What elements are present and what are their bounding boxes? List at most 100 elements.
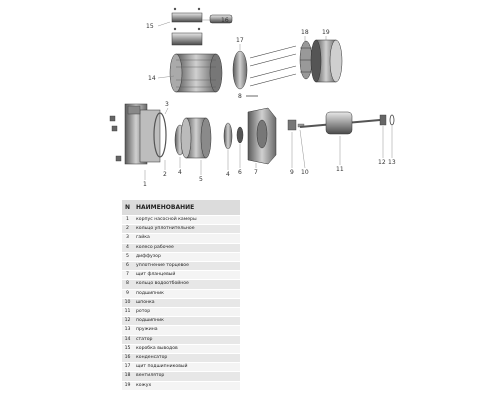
row-part-name: гайка bbox=[133, 233, 240, 244]
row-part-name: пружина bbox=[133, 325, 240, 336]
diffuser-part bbox=[180, 117, 212, 159]
callout-4b: 4 bbox=[226, 171, 230, 178]
row-part-name: уплотнение торцевое bbox=[133, 261, 240, 272]
rear-bearing-part bbox=[379, 114, 387, 126]
terminal-box-part bbox=[171, 7, 203, 46]
row-part-name: корпус насосной камеры bbox=[133, 215, 240, 226]
callout-15: 15 bbox=[146, 23, 154, 30]
tie-bolts-part bbox=[249, 45, 297, 87]
exploded-pump-diagram: 1 2 3 4 5 4 6 7 8 9 10 11 12 13 14 15 16… bbox=[109, 7, 396, 188]
row-number: 13 bbox=[122, 325, 133, 336]
impeller-2-part bbox=[223, 122, 233, 150]
row-number: 6 bbox=[122, 261, 133, 272]
rotor-part bbox=[299, 111, 381, 135]
row-part-name: ротор bbox=[133, 307, 240, 318]
row-number: 10 bbox=[122, 298, 133, 309]
bearing-part bbox=[287, 119, 297, 131]
row-part-name: коробка выводов bbox=[133, 344, 240, 355]
row-number: 2 bbox=[122, 224, 133, 235]
row-part-name: вентилятор bbox=[133, 371, 240, 382]
callout-19: 19 bbox=[322, 29, 330, 36]
row-part-name: кожух bbox=[133, 381, 240, 391]
row-number: 3 bbox=[122, 233, 133, 244]
callout-10: 10 bbox=[301, 169, 309, 176]
row-number: 19 bbox=[122, 381, 133, 391]
fan-cover-part bbox=[310, 39, 343, 83]
row-number: 7 bbox=[122, 270, 133, 281]
bearing-shield-part bbox=[232, 50, 248, 90]
callout-11: 11 bbox=[336, 166, 344, 173]
pump-body-part bbox=[124, 103, 161, 165]
row-part-name: кольцо водоотбойное bbox=[133, 279, 240, 290]
row-number: 5 bbox=[122, 252, 133, 263]
row-part-name: подшипник bbox=[133, 316, 240, 327]
callout-12: 12 bbox=[378, 159, 386, 166]
spring-part bbox=[389, 114, 395, 126]
callout-7: 7 bbox=[254, 169, 258, 176]
callout-16: 16 bbox=[221, 17, 229, 24]
callout-4: 4 bbox=[178, 169, 182, 176]
callout-6: 6 bbox=[238, 169, 242, 176]
row-number: 8 bbox=[122, 279, 133, 290]
row-part-name: шпонка bbox=[133, 298, 240, 309]
row-number: 1 bbox=[122, 215, 133, 226]
row-number: 12 bbox=[122, 316, 133, 327]
fan-part bbox=[299, 40, 313, 80]
callout-5: 5 bbox=[199, 176, 203, 183]
callout-labels: 1 2 3 4 5 4 6 7 8 9 10 11 12 13 14 15 16… bbox=[143, 17, 396, 188]
row-part-name: статор bbox=[133, 335, 240, 345]
row-part-name: диффузор bbox=[133, 252, 240, 263]
flange-shield-part bbox=[247, 107, 277, 165]
stator-part bbox=[169, 53, 223, 93]
row-number: 18 bbox=[122, 371, 133, 382]
callout-3: 3 bbox=[165, 101, 169, 108]
drain-plugs-part bbox=[109, 115, 122, 162]
capacitor-part bbox=[209, 14, 233, 24]
row-part-name: конденсатор bbox=[133, 353, 240, 364]
header-name: НАИМЕНОВАНИЕ bbox=[133, 200, 240, 216]
leader-lines bbox=[144, 19, 393, 180]
row-number: 4 bbox=[122, 243, 133, 253]
row-number: 11 bbox=[122, 307, 133, 318]
row-part-name: колесо рабочее bbox=[133, 243, 240, 253]
row-part-name: подшипник bbox=[133, 289, 240, 299]
callout-8: 8 bbox=[238, 93, 242, 100]
row-number: 9 bbox=[122, 289, 133, 299]
row-number: 14 bbox=[122, 335, 133, 345]
row-part-name: щит подшипниковый bbox=[133, 362, 240, 373]
row-number: 15 bbox=[122, 344, 133, 355]
row-part-name: щит фланцевый bbox=[133, 270, 240, 281]
callout-14: 14 bbox=[148, 75, 156, 82]
callout-9: 9 bbox=[290, 169, 294, 176]
table-header-row: N НАИМЕНОВАНИЕ bbox=[122, 200, 240, 216]
row-number: 16 bbox=[122, 353, 133, 364]
callout-17: 17 bbox=[236, 37, 244, 44]
header-number: N bbox=[122, 200, 133, 216]
callout-13: 13 bbox=[388, 159, 396, 166]
row-number: 17 bbox=[122, 362, 133, 373]
o-ring-part bbox=[153, 112, 167, 158]
row-part-name: кольцо уплотнительное bbox=[133, 224, 240, 235]
callout-18: 18 bbox=[301, 29, 309, 36]
callout-2: 2 bbox=[163, 171, 167, 178]
